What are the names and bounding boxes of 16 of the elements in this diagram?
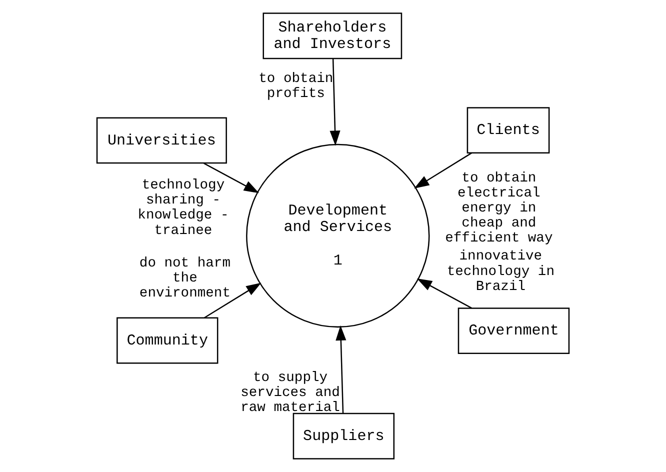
node-box: Community	[116, 317, 218, 364]
arrow	[204, 162, 260, 194]
arrow	[414, 152, 472, 189]
arrow	[416, 278, 472, 309]
arrow	[204, 282, 262, 318]
node-box: Government	[458, 308, 570, 354]
node-box: Universities	[96, 117, 227, 164]
edge-label: to obtain profits	[258, 72, 334, 102]
node-box: Suppliers	[292, 412, 395, 460]
edge-label: do not harm the environment	[139, 256, 230, 302]
edge-label: innovative technology in Brazil	[446, 250, 554, 295]
node-box: Shareholders and Investors	[262, 12, 402, 60]
node-box: Clients	[466, 107, 550, 154]
arrow	[330, 58, 340, 146]
edge-label: technology sharing - knowledge - trainee	[138, 178, 229, 239]
arrow	[336, 325, 346, 414]
